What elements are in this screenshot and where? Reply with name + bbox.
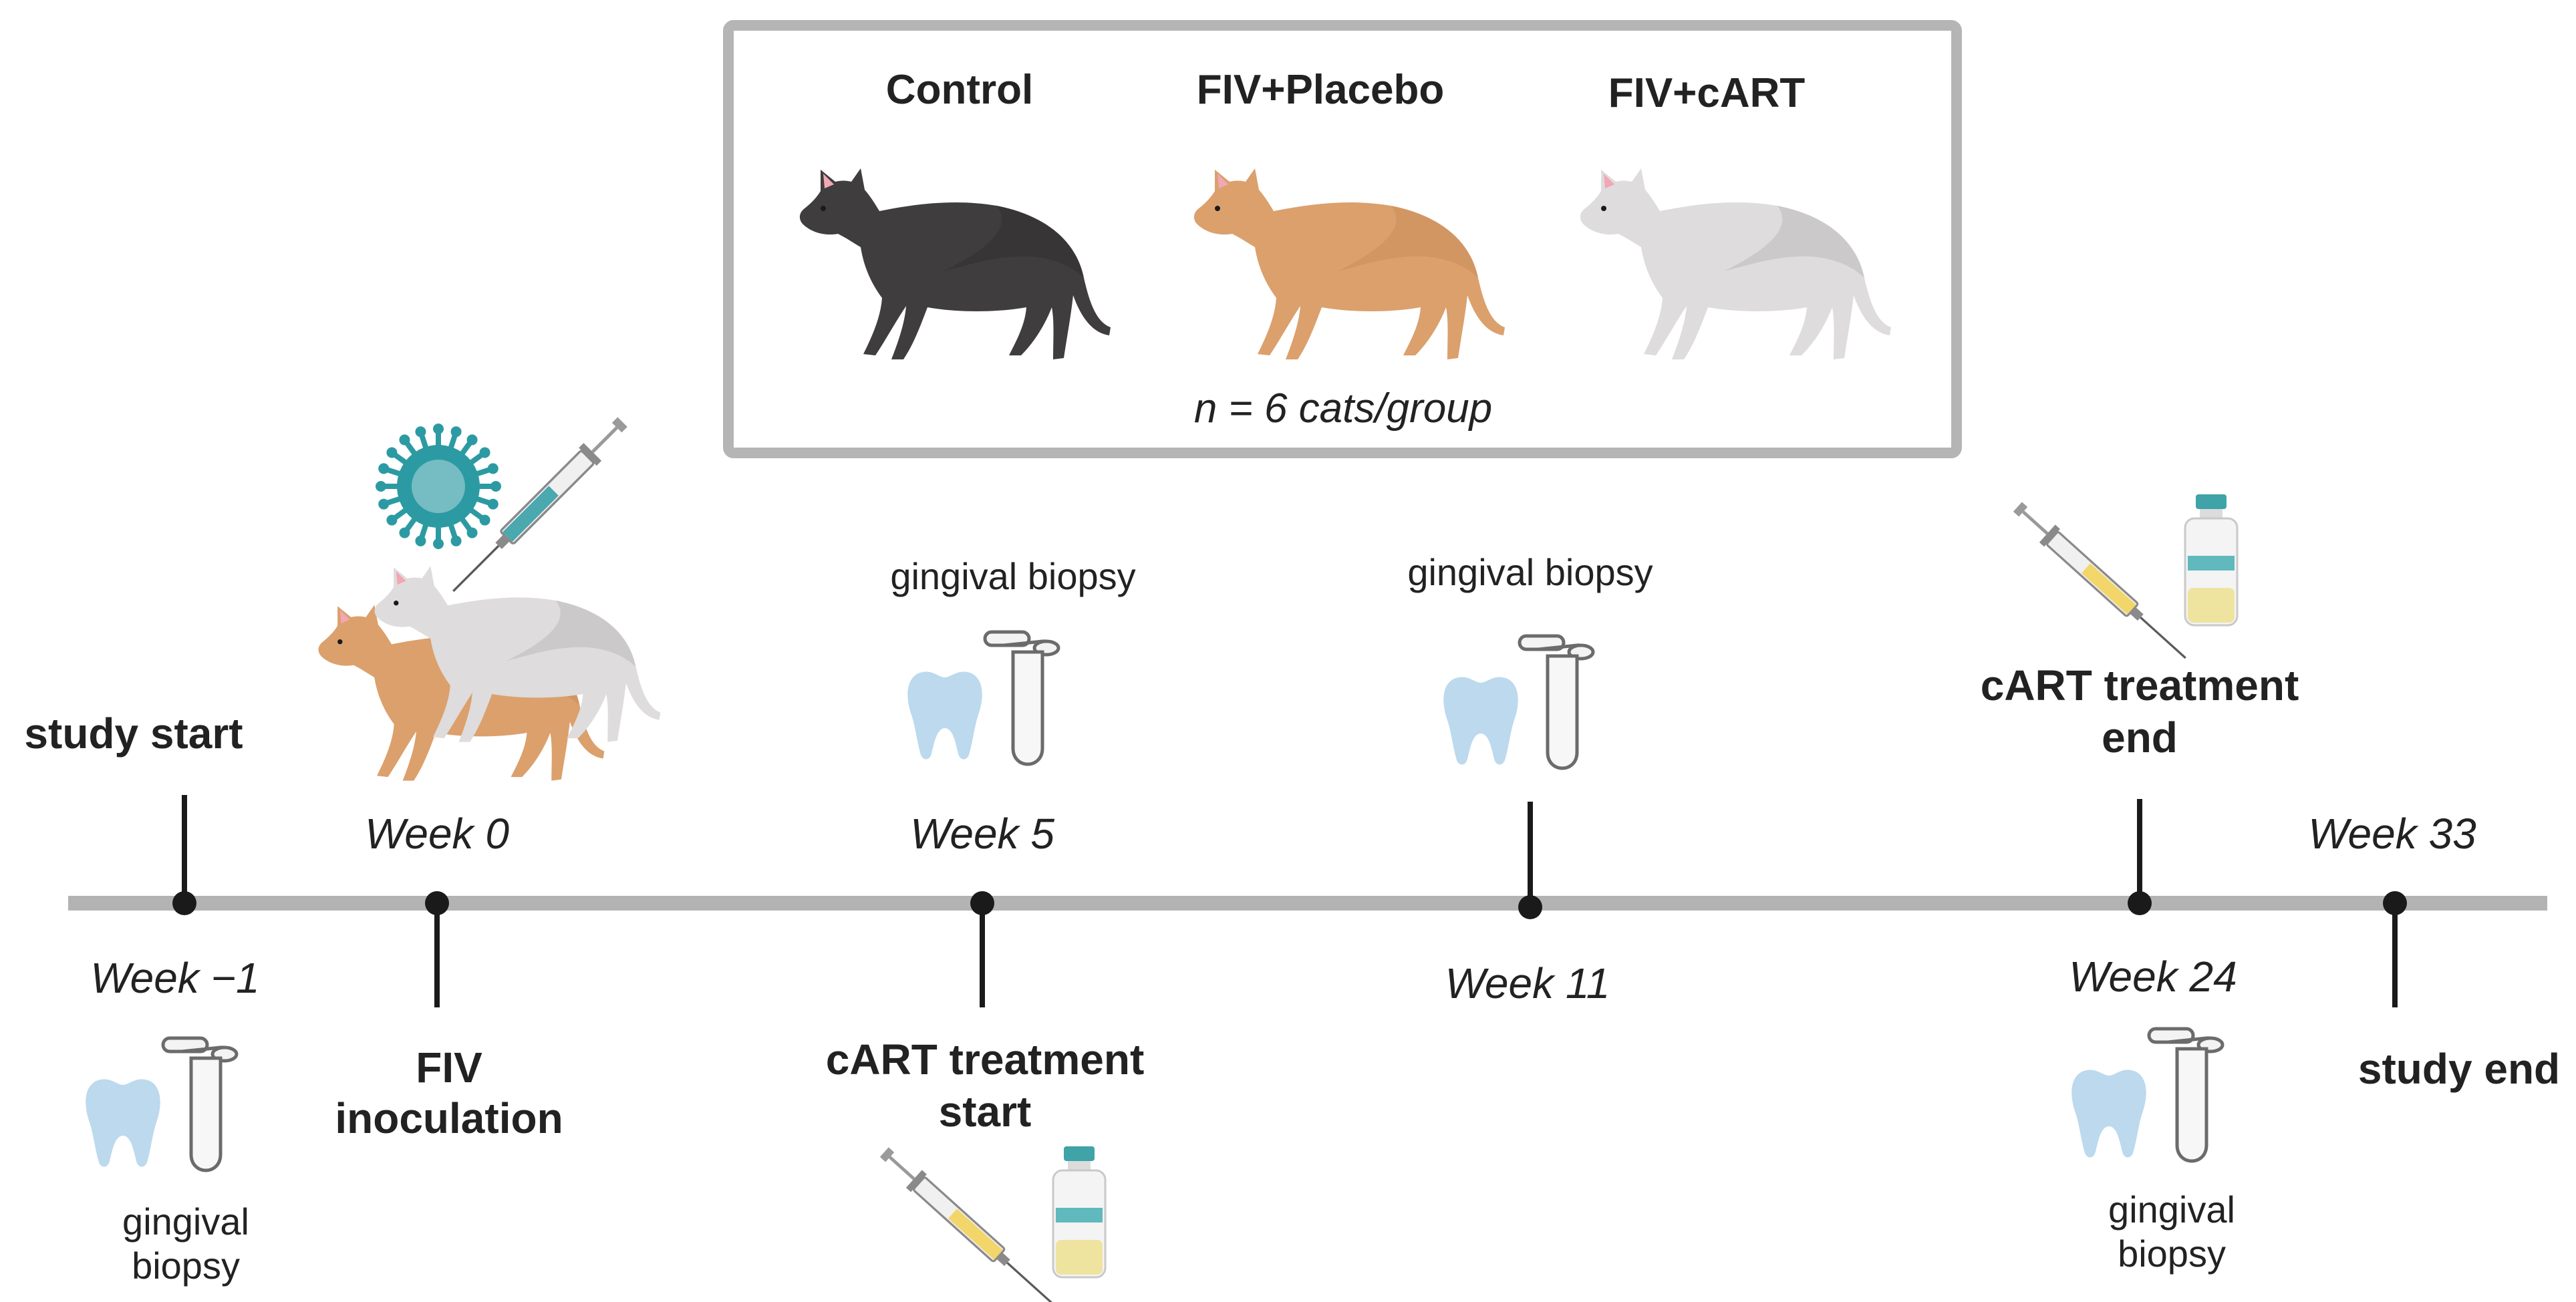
biopsy-tube-icon (163, 1038, 237, 1170)
timeline-point (1518, 895, 1542, 919)
biopsy-tube-icon (985, 632, 1058, 764)
week-label: Week 5 (910, 810, 1054, 858)
tooth-icon (907, 671, 982, 760)
event-title: study end (2358, 1045, 2560, 1093)
event-week-11: Week 11 gingival biopsy (1407, 551, 1653, 1007)
syringe-icon (875, 1142, 1062, 1302)
week-label: Week 24 (2069, 953, 2237, 1001)
group-size-note: n = 6 cats/group (1194, 385, 1492, 432)
timeline-point (425, 891, 449, 915)
syringe-icon (2008, 496, 2195, 668)
virus-icon (376, 424, 501, 549)
group-label-fiv-cart: FIV+cART (1608, 70, 1806, 116)
week-label: Week 33 (2308, 810, 2476, 858)
biopsy-label: gingival biopsy (1407, 551, 1653, 593)
tooth-icon (2071, 1070, 2146, 1158)
tooth-icon (86, 1079, 160, 1167)
group-label-control: Control (886, 67, 1033, 113)
biopsy-tube-icon (2149, 1029, 2223, 1161)
biopsy-label: gingival biopsy (890, 555, 1135, 597)
group-legend: Control FIV+Placebo FIV+cART n = 6 cats/… (723, 20, 1962, 458)
timeline-point (970, 891, 994, 915)
week-label: Week −1 (90, 954, 259, 1002)
group-label-fiv-placebo: FIV+Placebo (1197, 67, 1444, 113)
event-week-33: Week 33 study end (2308, 810, 2560, 1093)
vial-icon (1052, 1146, 1107, 1279)
vial-icon (2184, 494, 2239, 627)
biopsy-tube-icon (1520, 636, 1593, 768)
tooth-icon (1443, 677, 1518, 765)
week-label: Week 11 (1445, 959, 1610, 1007)
timeline-point (2383, 891, 2407, 915)
timeline-point (172, 891, 196, 915)
timeline-point (2128, 891, 2152, 915)
week-label: Week 0 (365, 810, 509, 858)
event-title: study start (24, 709, 243, 758)
